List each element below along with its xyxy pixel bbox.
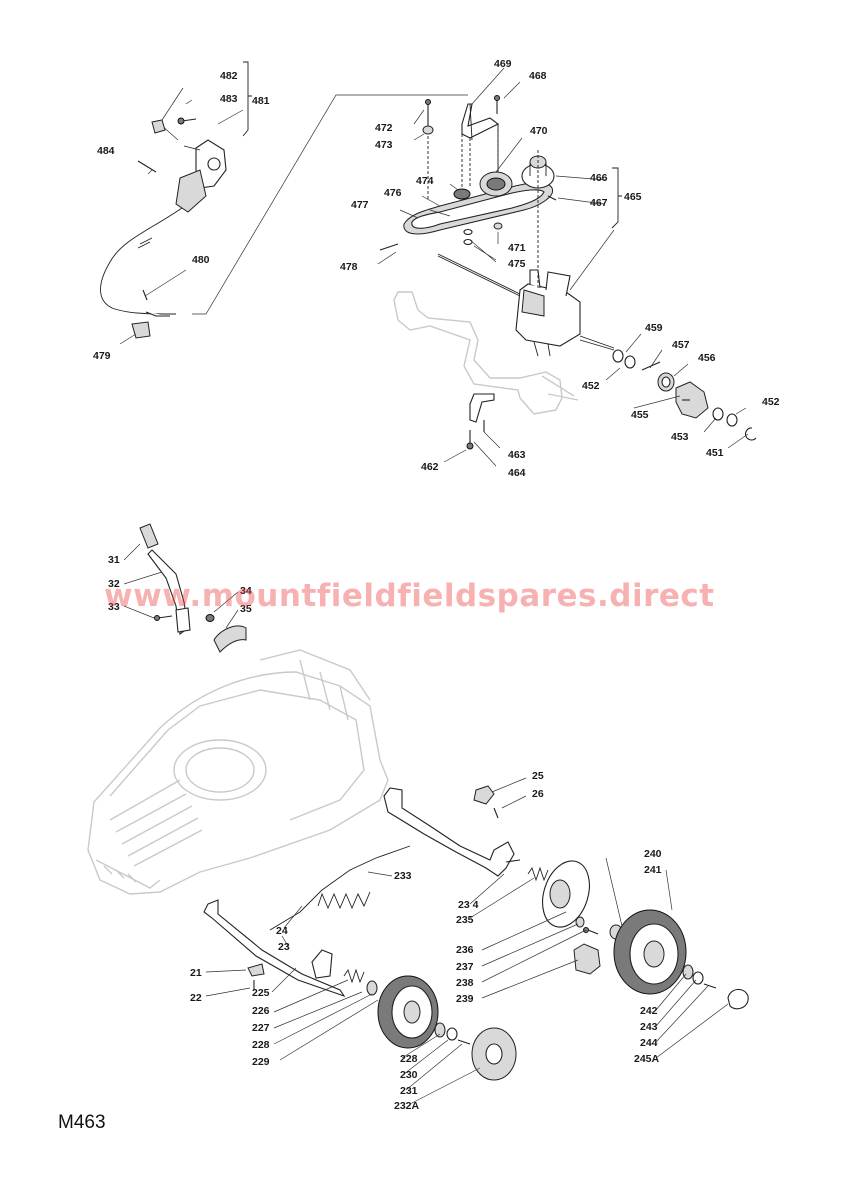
callout-238: 238 [456,977,474,989]
callout-35: 35 [240,603,252,615]
wheel-height-assembly [203,777,749,1105]
callout-229: 229 [252,1056,270,1068]
callout-477: 477 [351,199,369,211]
callout-456: 456 [698,352,716,364]
callout-22: 22 [190,992,202,1004]
callout-226: 226 [252,1005,270,1017]
drive-control-cable-assembly [100,61,468,345]
callout-240: 240 [644,848,662,860]
page-code: M463 [58,1112,106,1133]
callout-479: 479 [93,350,111,362]
callout-457: 457 [672,339,690,351]
callout-242: 242 [640,1005,658,1017]
callout-26: 26 [532,788,544,800]
callout-235: 235 [456,914,474,926]
callout-463: 463 [508,449,526,461]
callout-481: 481 [252,95,270,107]
callout-23: 23 [278,941,290,953]
callout-230: 230 [400,1069,418,1081]
callout-466: 466 [590,172,608,184]
callout-244: 244 [640,1037,658,1049]
callout-465: 465 [624,191,642,203]
callout-484: 484 [97,145,115,157]
callout-24: 24 [276,925,288,937]
callout-472: 472 [375,122,393,134]
callout-473: 473 [375,139,393,151]
callout-462: 462 [421,461,439,473]
callout-245A: 245A [634,1053,660,1065]
callout-232A: 232A [394,1100,420,1112]
callout-225: 225 [252,987,270,999]
callout-231: 231 [400,1085,418,1097]
callout-459: 459 [645,322,663,334]
callout-483: 483 [220,93,238,105]
callout-234: 23 4 [458,899,479,911]
callout-239: 239 [456,993,474,1005]
callout-236: 236 [456,944,474,956]
callout-482: 482 [220,70,238,82]
callout-471: 471 [508,242,526,254]
callout-241: 241 [644,864,662,876]
callout-467: 467 [590,197,608,209]
callout-452a: 452 [582,380,600,392]
callout-labels: 482 483 481 484 480 479 469 468 472 473 … [93,58,780,1112]
callout-237: 237 [456,961,474,973]
callout-453: 453 [671,431,689,443]
callout-34: 34 [240,585,252,597]
callout-476: 476 [384,187,402,199]
callout-451: 451 [706,447,724,459]
callout-228b: 228 [400,1053,418,1065]
callout-478: 478 [340,261,358,273]
transmission-assembly [377,67,757,467]
callout-452b: 452 [762,396,780,408]
mower-deck-outline [87,649,389,895]
callout-233: 233 [394,870,412,882]
callout-469: 469 [494,58,512,70]
callout-31: 31 [108,554,120,566]
callout-32: 32 [108,578,120,590]
callout-480: 480 [192,254,210,266]
callout-243: 243 [640,1021,658,1033]
callout-474: 474 [416,175,434,187]
callout-475: 475 [508,258,526,270]
callout-21: 21 [190,967,202,979]
callout-33: 33 [108,601,120,613]
callout-455: 455 [631,409,649,421]
callout-464: 464 [508,467,526,479]
callout-468: 468 [529,70,547,82]
callout-25: 25 [532,770,544,782]
callout-470: 470 [530,125,548,137]
callout-228a: 228 [252,1039,270,1051]
callout-227: 227 [252,1022,270,1034]
watermark-text: www.mountfieldfieldspares.direct [104,578,715,614]
drive-lever-assembly [123,523,247,653]
